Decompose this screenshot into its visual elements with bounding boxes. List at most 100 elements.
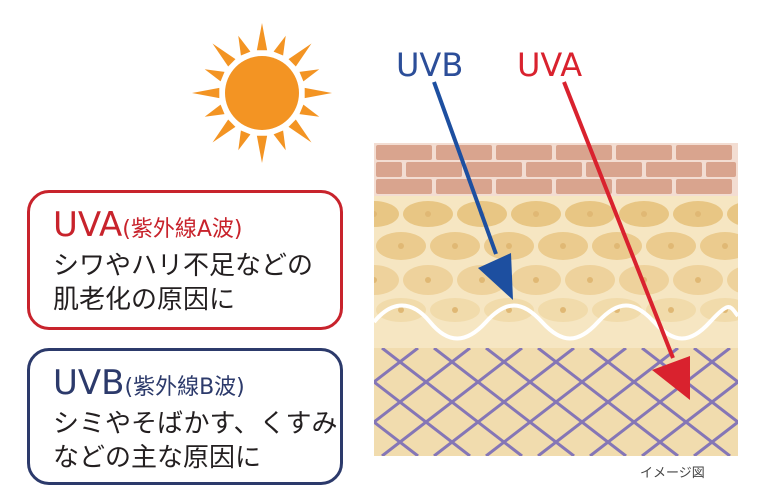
skin-cell [374,201,399,227]
collagen-fiber [693,420,738,456]
brick [676,179,732,194]
epidermis-layer [374,196,755,356]
cell-nucleus [722,243,728,249]
collagen-fiber [746,348,778,456]
skin-cell [727,203,738,225]
brick [436,145,492,160]
sun-ray [238,35,251,56]
cell-nucleus [560,307,566,313]
brick [556,145,612,160]
sun-ray [299,69,320,82]
sun-ray [288,119,312,143]
uvb-description: シミやそばかす、くすみ などの主な原因に [53,407,343,475]
cell-nucleus [587,211,593,217]
uvb-desc-line-2: などの主な原因に [53,443,262,473]
cell-nucleus [560,243,566,249]
uva-desc-line-2: 肌老化の原因に [53,285,236,315]
uva-title-main: UVA [53,205,123,245]
skin-cell [700,232,738,260]
sun-ray [273,130,286,151]
uvb-title-sub: (紫外線B波) [124,375,245,400]
brick [376,145,432,160]
sun-ray [204,69,225,82]
uva-title: UVA(紫外線A波) [53,205,242,245]
cell-nucleus [641,211,647,217]
brick [376,179,432,194]
uvb-info-box: UVB(紫外線B波) シミやそばかす、くすみ などの主な原因に [27,348,343,485]
uva-title-sub: (紫外線A波) [122,217,243,242]
sun-ray [212,43,236,67]
cell-nucleus [374,277,377,283]
brick [436,179,492,194]
brick [676,145,732,160]
brick [496,145,552,160]
brick [526,162,582,177]
sun-ray [212,119,236,143]
cell-nucleus [479,277,485,283]
cell-nucleus [614,243,620,249]
collagen-fiber [746,348,778,456]
sun-ray [304,87,332,99]
cell-nucleus [668,307,674,313]
uva-description: シワやハリ不足などの 肌老化の原因に [53,249,343,317]
cell-nucleus [452,243,458,249]
cell-nucleus [398,307,404,313]
uvb-title-main: UVB [53,363,125,403]
sun-ray [256,135,268,163]
cell-nucleus [374,211,377,217]
uvb-label: UVB [396,46,463,84]
sun-ray [204,104,225,117]
brick [406,162,462,177]
brick [706,162,736,177]
uva-label: UVA [517,46,582,84]
cell-nucleus [668,243,674,249]
cell-nucleus [533,211,539,217]
brick [616,179,672,194]
brick [646,162,702,177]
collagen-fiber [374,348,419,384]
collagen-fiber [374,420,419,456]
brick [616,145,672,160]
cell-nucleus [695,211,701,217]
cell-nucleus [749,211,755,217]
uvb-title: UVB(紫外線B波) [53,363,245,403]
sun-ray [192,87,220,99]
cell-nucleus [587,277,593,283]
brick [466,162,522,177]
uva-arrow [562,81,690,400]
skin-cell [727,267,738,293]
cell-nucleus [425,277,431,283]
uvb-arrow [432,81,513,300]
cell-nucleus [533,277,539,283]
sun-ray [238,130,251,151]
uva-desc-line-1: シワやハリ不足などの [53,251,314,281]
collagen-fiber [693,348,738,384]
stratum-corneum-layer [374,143,738,196]
sun-ray [256,23,268,51]
uvb-desc-line-1: シミやそばかす、くすみ [53,409,338,439]
skin-cell [374,265,399,295]
cell-nucleus [425,211,431,217]
sun-ray [299,104,320,117]
collagen-fiber [537,348,679,456]
skin-cell [700,298,738,322]
sun-ray [288,43,312,67]
basement-membrane-wave [372,303,740,341]
collagen-fiber [641,380,738,456]
cell-nucleus [452,307,458,313]
cell-nucleus [695,277,701,283]
cell-nucleus [506,243,512,249]
cell-nucleus [749,277,755,283]
sun-icon [192,23,332,163]
brick [496,179,552,194]
cell-nucleus [398,243,404,249]
brick [376,162,402,177]
collagen-fiber [381,348,523,456]
collagen-fiber [433,348,575,456]
brick [556,179,612,194]
collagen-fiber [374,348,471,424]
collagen-fiber [485,348,627,456]
uva-info-box: UVA(紫外線A波) シワやハリ不足などの 肌老化の原因に [27,190,343,330]
collagen-fiber [589,348,731,456]
